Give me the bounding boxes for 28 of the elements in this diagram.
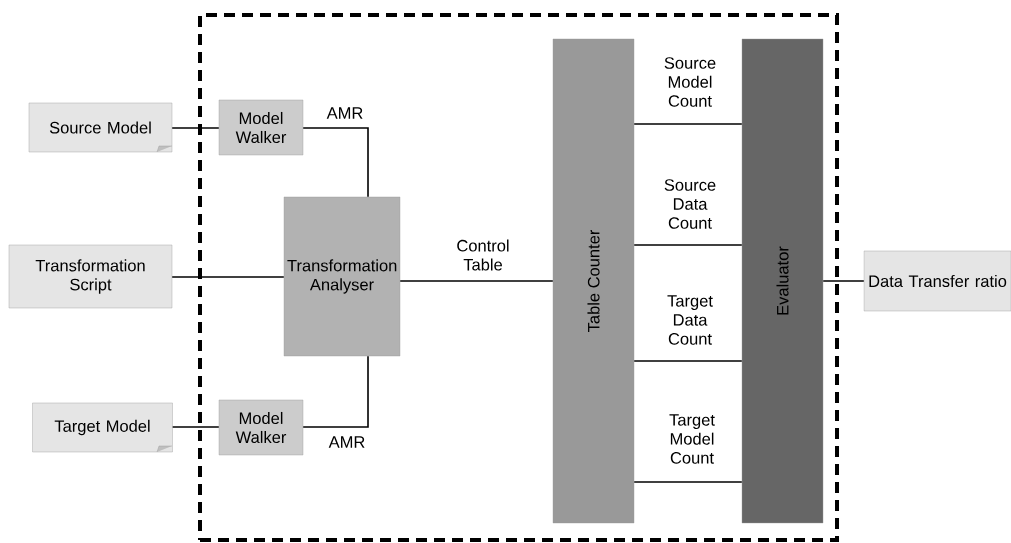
document-box: Target Model [32,402,173,453]
connector-line [633,123,743,125]
edge-label: Source Data Count [664,179,716,229]
connector-line [633,481,743,483]
edge-label: Source Model Count [664,57,716,107]
connector-line [302,355,369,428]
connector-line [633,244,743,246]
edge-label: Target Data Count [667,295,713,345]
edge-label: Control Table [457,239,509,271]
connector-line [302,127,369,198]
connector-line [399,280,554,282]
edge-label: Target Model Count [669,414,715,464]
input-box: Transformation Script [8,244,173,309]
connector-line [171,276,285,278]
edge-label: AMR [328,436,365,448]
connector-line [171,426,220,428]
process-box: Transformation Analyser [283,196,401,357]
process-box: Model Walker [218,399,304,456]
process-bar: Evaluator [741,38,824,524]
input-box: Data Transfer ratio [863,250,1011,312]
connector-line [171,127,220,129]
connector-line [633,360,743,362]
process-box: Model Walker [218,99,304,156]
edge-label: AMR [326,107,363,119]
document-box: Source Model [28,102,173,153]
process-bar: Table Counter [552,38,635,524]
connector-line [822,280,865,282]
dashed-frame [198,13,839,542]
